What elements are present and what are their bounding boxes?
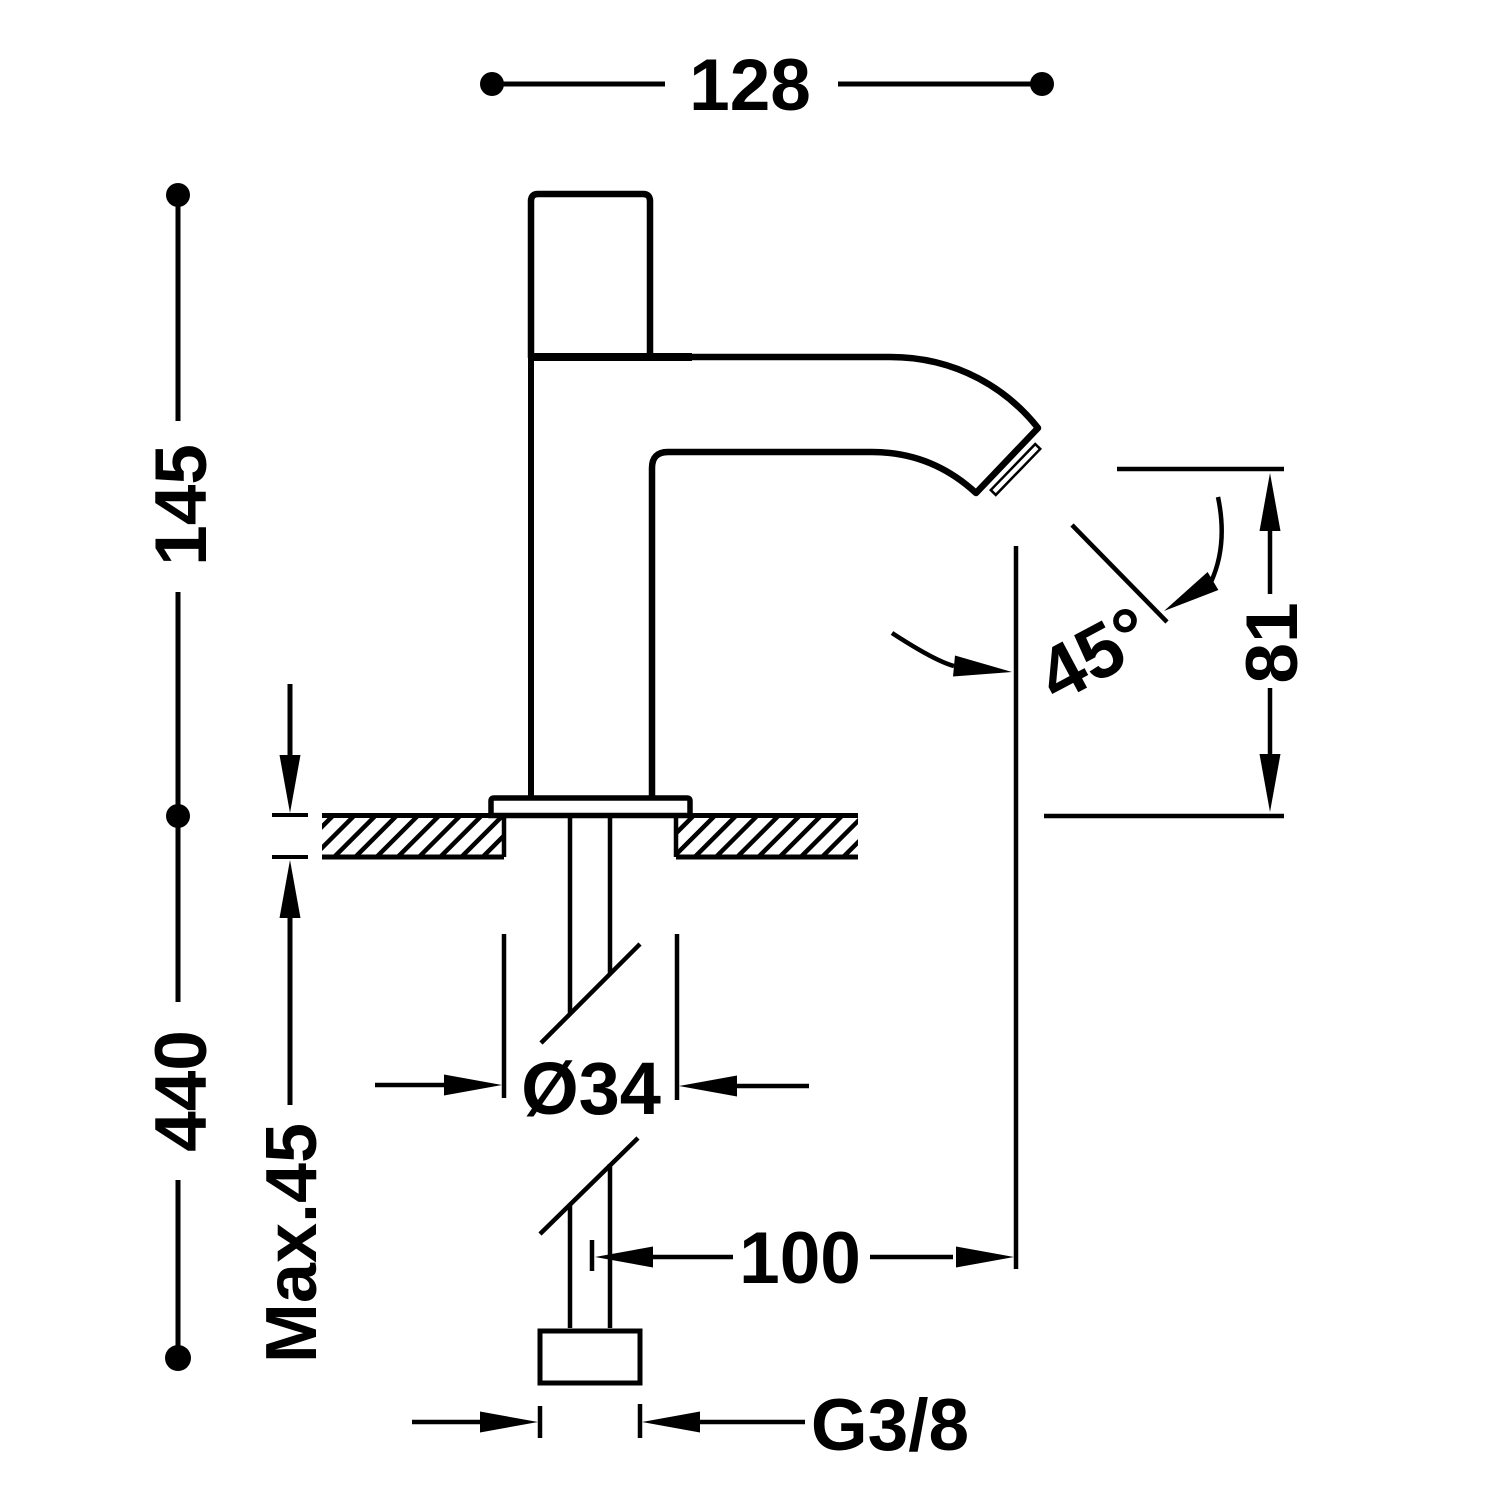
svg-text:Max.45: Max.45	[252, 1123, 332, 1363]
svg-text:81: 81	[1232, 602, 1313, 683]
svg-text:128: 128	[689, 45, 811, 126]
svg-text:G3/8: G3/8	[811, 1385, 969, 1466]
svg-text:440: 440	[141, 1030, 222, 1152]
svg-text:Ø34: Ø34	[521, 1047, 661, 1130]
svg-text:145: 145	[141, 444, 222, 566]
svg-text:100: 100	[739, 1218, 861, 1299]
